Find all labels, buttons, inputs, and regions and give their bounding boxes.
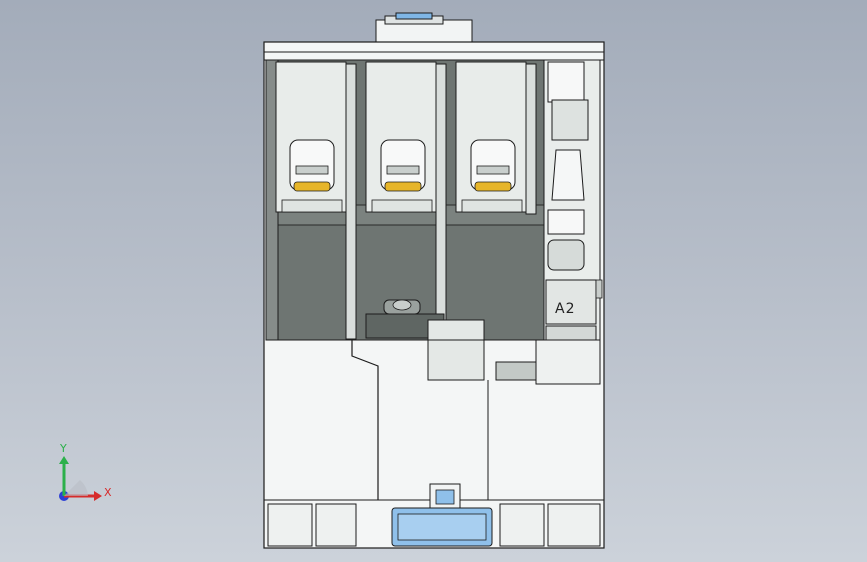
y-axis-arrow xyxy=(59,456,69,496)
terminal-clamp-3 xyxy=(455,61,527,213)
terminal-clamp-2 xyxy=(365,61,437,213)
y-axis-label: Y xyxy=(60,442,68,455)
din-rail-clip xyxy=(391,483,493,547)
base xyxy=(264,499,604,547)
coil-terminal-column xyxy=(543,59,603,341)
terminal-clamp-1 xyxy=(275,61,347,213)
auxiliary-block xyxy=(266,319,601,500)
clamp-separators xyxy=(345,63,537,340)
axis-triad xyxy=(59,456,102,501)
top-cap xyxy=(375,12,473,45)
part-label: A2 xyxy=(555,301,576,317)
x-axis-label: X xyxy=(104,486,113,499)
